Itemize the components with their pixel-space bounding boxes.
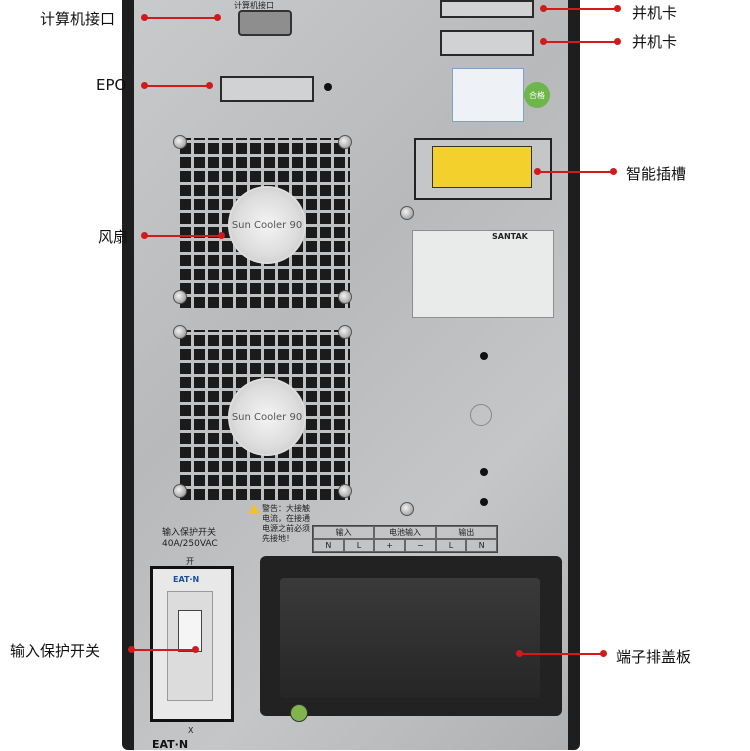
screw <box>338 135 352 149</box>
callout-dot <box>141 232 148 239</box>
callout-dot <box>600 650 607 657</box>
breaker-on-label: 开 <box>186 557 194 566</box>
pass-sticker: 合格 <box>524 82 550 108</box>
callout-parallel-card-2: 并机卡 <box>632 33 678 51</box>
callout-fan: 风扇 <box>98 228 129 246</box>
db9-port <box>238 10 292 36</box>
callout-line <box>132 649 196 651</box>
epo-slot <box>220 76 314 102</box>
fan-brand: Sun Cooler 90 <box>231 411 303 423</box>
breaker-toggle[interactable] <box>178 610 202 652</box>
callout-dot <box>540 5 547 12</box>
smart-slot-warning-label <box>432 146 532 188</box>
callout-dot <box>128 646 135 653</box>
nameplate <box>412 230 554 318</box>
terminal-cover[interactable] <box>260 556 562 716</box>
callout-line <box>522 653 604 655</box>
terminal-header-output: 输出 <box>435 526 497 539</box>
mount-hole <box>480 498 488 506</box>
terminal-pin: + <box>374 539 405 552</box>
input-protection-breaker[interactable]: EAT·N <box>150 566 234 722</box>
callout-line <box>146 17 220 19</box>
callout-dot <box>218 232 225 239</box>
mount-hole <box>480 468 488 476</box>
callout-epo: EPO <box>96 76 127 94</box>
callout-dot <box>614 5 621 12</box>
screw <box>338 325 352 339</box>
callout-terminal-cover: 端子排盖板 <box>616 648 692 666</box>
callout-dot <box>141 14 148 21</box>
terminal-pin: N <box>313 539 344 552</box>
callout-dot <box>534 168 541 175</box>
callout-line <box>546 41 616 43</box>
callout-line <box>146 85 210 87</box>
fan-bottom: Sun Cooler 90 <box>180 330 350 500</box>
terminal-pin: N <box>466 539 497 552</box>
breaker-rating-text: 输入保护开关 40A/250VAC <box>162 528 218 549</box>
screw <box>173 325 187 339</box>
brand-label: SANTAK <box>492 232 528 241</box>
fan-top: Sun Cooler 90 <box>180 138 350 308</box>
callout-parallel-card-1: 并机卡 <box>632 4 678 22</box>
callout-input-switch: 输入保护开关 <box>10 642 101 660</box>
callout-line <box>146 235 222 237</box>
breaker-brand: EAT·N <box>173 575 200 584</box>
breaker-body <box>167 591 213 701</box>
terminal-header-input: 输入 <box>313 526 375 539</box>
callout-dot <box>614 38 621 45</box>
callout-dot <box>540 38 547 45</box>
callout-dot <box>516 650 523 657</box>
callout-smart-slot: 智能插槽 <box>626 165 687 183</box>
callout-dot <box>141 82 148 89</box>
mount-hole <box>324 83 332 91</box>
computer-port-label: 计算机接口 <box>234 1 274 10</box>
warning-icon <box>248 504 260 514</box>
callout-dot <box>610 168 617 175</box>
bottom-brand: EAT·N <box>152 738 189 751</box>
terminal-table: 输入 电池输入 输出 N L + − L N <box>312 525 498 553</box>
terminal-cover-plate <box>280 578 540 698</box>
screw <box>173 484 187 498</box>
screw <box>338 290 352 304</box>
callout-dot <box>206 82 213 89</box>
mount-hole <box>480 352 488 360</box>
screw <box>173 290 187 304</box>
screw <box>400 206 414 220</box>
terminal-header-battery: 电池输入 <box>374 526 436 539</box>
callout-line <box>540 171 612 173</box>
screw <box>173 135 187 149</box>
certification-sticker <box>452 68 524 122</box>
callout-dot <box>192 646 199 653</box>
callout-dot <box>214 14 221 21</box>
breaker-off-label: X <box>188 726 194 735</box>
callout-computer-port: 计算机接口 <box>40 10 116 28</box>
fan-hub: Sun Cooler 90 <box>228 378 306 456</box>
warning-text: 警告：大接触 电流，在接通 电源之前必须 先接地！ <box>262 504 310 543</box>
round-knockout <box>470 404 492 426</box>
terminal-pin: L <box>343 539 375 552</box>
fan-hub: Sun Cooler 90 <box>228 186 306 264</box>
terminal-pin: − <box>404 539 436 552</box>
callout-line <box>546 8 616 10</box>
screw <box>338 484 352 498</box>
fan-brand: Sun Cooler 90 <box>231 219 303 231</box>
ground-connector <box>290 704 308 722</box>
screw <box>400 502 414 516</box>
parallel-card-slot-1 <box>440 0 534 18</box>
terminal-pin: L <box>435 539 467 552</box>
parallel-card-slot-2 <box>440 30 534 56</box>
